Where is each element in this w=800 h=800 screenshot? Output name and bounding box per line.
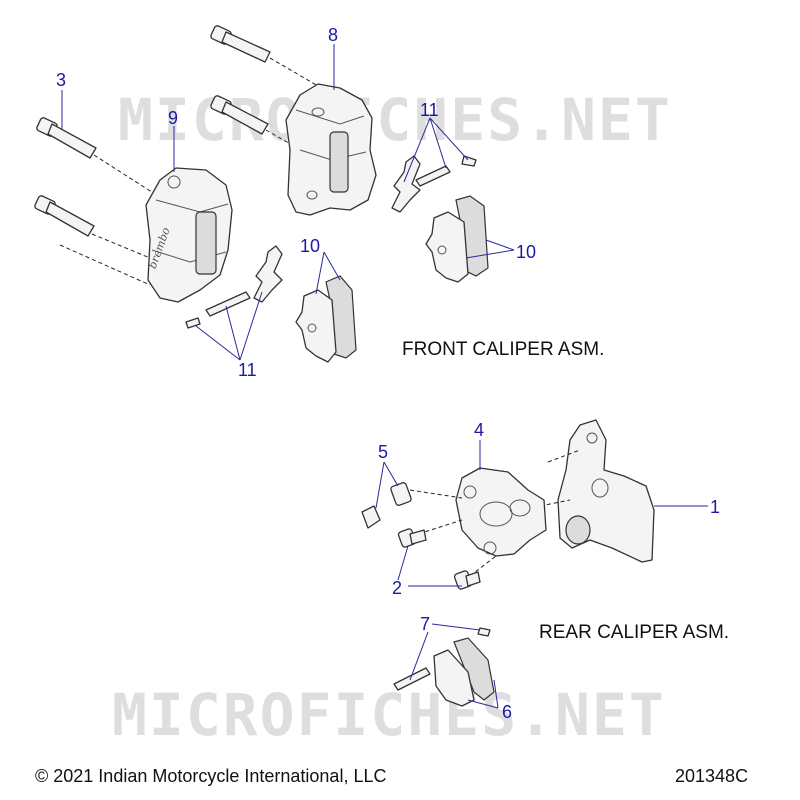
front-caliper-right: [285, 83, 377, 216]
bolt-3-upper: [36, 117, 97, 159]
bolt-3-lower: [34, 195, 95, 237]
callout-9: 9: [168, 108, 178, 128]
callout-2: 2: [392, 578, 402, 598]
rear-caliper-asm-label: REAR CALIPER ASM.: [539, 622, 729, 643]
brake-pads-front-left: [295, 275, 357, 363]
callout-4: 4: [474, 420, 484, 440]
watermark-bottom: MICROFICHES.NET: [112, 681, 666, 749]
bolt-upper-left: [210, 25, 271, 63]
bolt-upper-middle: [210, 95, 269, 135]
bleeder-cap-lower: [361, 505, 381, 529]
pad-spring-clip-left: [253, 245, 283, 303]
callout-10-left: 10: [300, 236, 320, 256]
watermark-top: MICROFICHES.NET: [118, 86, 672, 154]
callout-5: 5: [378, 442, 388, 462]
copyright-text: © 2021 Indian Motorcycle International, …: [35, 766, 386, 786]
pad-spring-clip-right: [391, 155, 421, 213]
rear-caliper: [455, 467, 547, 557]
pad-pin-left: [185, 291, 251, 329]
callout-8: 8: [328, 25, 338, 45]
figure-id: 201348C: [675, 766, 748, 786]
callout-3: 3: [56, 70, 66, 90]
callout-11-lower: 11: [238, 360, 257, 380]
callout-11-upper: 11: [420, 100, 439, 120]
callout-10-right: 10: [516, 242, 536, 262]
callout-1: 1: [710, 497, 720, 517]
brake-pads-front-right: [425, 195, 489, 283]
bleeder-screw-upper: [390, 482, 412, 506]
front-caliper-left: brembo: [145, 167, 233, 303]
rear-bolt-upper: [397, 528, 427, 548]
rear-pad-pin: [393, 627, 491, 691]
pad-pin-right: [415, 155, 477, 187]
front-caliper-asm-label: FRONT CALIPER ASM.: [402, 339, 604, 360]
callout-7: 7: [420, 614, 430, 634]
rear-caliper-bracket: [557, 419, 655, 563]
brake-pads-rear: [433, 637, 495, 707]
callout-6: 6: [502, 702, 512, 722]
rear-bolt-lower: [453, 570, 481, 590]
